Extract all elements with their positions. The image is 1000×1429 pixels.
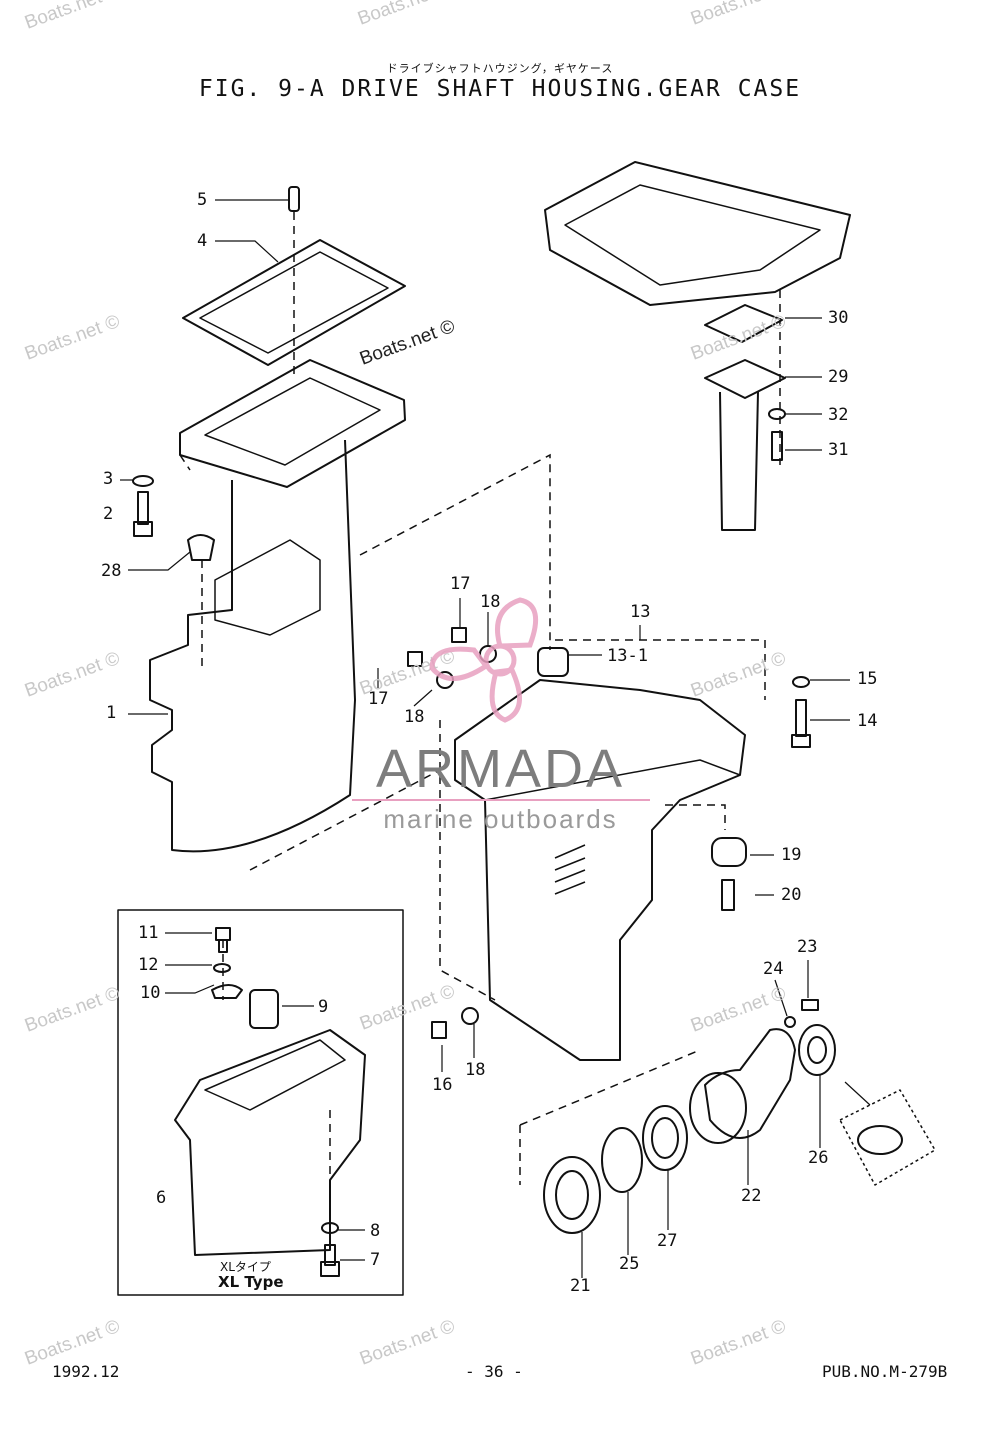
figure-title-japanese: ドライブシャフトハウジング，ギヤケース: [386, 62, 614, 75]
part-label-12: 12: [138, 955, 159, 975]
part-label-1: 1: [106, 703, 117, 723]
part-label-30: 30: [828, 308, 849, 328]
part-label-20: 20: [781, 885, 802, 905]
part-label-25: 25: [619, 1254, 640, 1274]
part-label-24: 24: [763, 959, 784, 979]
part-label-7: 7: [370, 1250, 381, 1270]
part-label-3: 3: [103, 469, 114, 489]
gear-case: [454, 679, 746, 1061]
part-label-18-top: 18: [480, 592, 501, 612]
part-label-23: 23: [797, 937, 818, 957]
seal-26: [798, 1024, 836, 1076]
xl-type-box: [117, 909, 404, 1296]
xl-type-label: XL Type: [218, 1273, 284, 1291]
part-label-17-top: 17: [450, 574, 471, 594]
gasket: [182, 239, 406, 366]
page-number: - 36 -: [465, 1362, 523, 1381]
logo-wordmark: ARMADA: [375, 739, 626, 799]
figure-title: FIG. 9-A DRIVE SHAFT HOUSING.GEAR CASE: [198, 76, 802, 102]
damper: [711, 837, 747, 867]
bearing-housing: [704, 1028, 796, 1139]
part-label-27: 27: [657, 1231, 678, 1251]
part-label-17-left: 17: [368, 689, 389, 709]
part-label-5: 5: [197, 190, 208, 210]
part-label-19: 19: [781, 845, 802, 865]
exhaust-guide: [704, 359, 786, 399]
part-label-6: 6: [156, 1188, 167, 1208]
part-label-14: 14: [857, 711, 878, 731]
part-label-22: 22: [741, 1186, 762, 1206]
bearing-27: [642, 1105, 688, 1171]
xl-type-label-japanese: XLタイプ: [220, 1260, 271, 1274]
part-label-18-left: 18: [404, 707, 425, 727]
part-label-9: 9: [318, 997, 329, 1017]
plug: [187, 534, 215, 561]
part-label-16: 16: [432, 1075, 453, 1095]
drive-shaft-housing: [149, 439, 356, 853]
part-label-4: 4: [197, 231, 208, 251]
publication-date: 1992.12: [52, 1362, 120, 1381]
part-label-11: 11: [138, 923, 159, 943]
gasket-30: [704, 304, 783, 343]
bushing: [537, 647, 569, 677]
dowel-pin: [288, 186, 300, 212]
part-label-8: 8: [370, 1221, 381, 1241]
bolt: [137, 491, 149, 525]
part-label-18-bottom: 18: [465, 1060, 486, 1080]
part-label-13: 13: [630, 602, 651, 622]
part-label-29: 29: [828, 367, 849, 387]
logo-tagline: marine outboards: [383, 804, 618, 834]
part-label-32: 32: [828, 405, 849, 425]
detail-inset: [839, 1089, 936, 1186]
part-label-10: 10: [140, 983, 161, 1003]
part-label-2: 2: [103, 504, 114, 524]
part-label-28: 28: [101, 561, 122, 581]
part-label-31: 31: [828, 440, 849, 460]
bottom-cowling: [544, 161, 851, 306]
xl-drive-shaft-housing: [174, 1029, 366, 1256]
part-label-15: 15: [857, 669, 878, 689]
part-label-26: 26: [808, 1148, 829, 1168]
publication-number: PUB.NO.M-279B: [822, 1362, 948, 1381]
o-ring-25: [601, 1127, 643, 1193]
part-label-13-1: 13-1: [607, 646, 648, 666]
part-label-21: 21: [570, 1276, 591, 1296]
bearing-21: [543, 1156, 601, 1234]
